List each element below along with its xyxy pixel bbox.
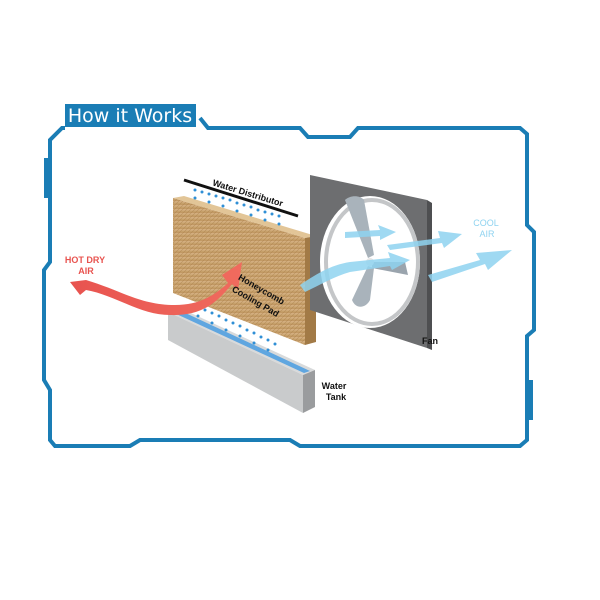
label-hot-dry-air-2: AIR xyxy=(78,266,94,276)
page-title: How it Works xyxy=(68,105,192,127)
title-banner: How it Works xyxy=(65,104,196,127)
water-tank xyxy=(168,308,315,413)
label-hot-dry-air: HOT DRY xyxy=(65,255,105,265)
hot-air-arrow xyxy=(70,262,242,316)
water-drops xyxy=(193,188,281,352)
water-distributor-bar xyxy=(183,178,299,218)
label-water-tank-2: Tank xyxy=(326,392,347,402)
label-fan: Fan xyxy=(422,336,438,346)
cool-air-arrows xyxy=(300,225,512,292)
label-water-tank: Water xyxy=(322,381,347,391)
frame-accent xyxy=(527,380,533,420)
frame-accent xyxy=(44,158,50,198)
label-cool-air: COOL xyxy=(473,218,499,228)
label-cool-air-2: AIR xyxy=(479,229,495,239)
frame-border xyxy=(42,116,536,448)
